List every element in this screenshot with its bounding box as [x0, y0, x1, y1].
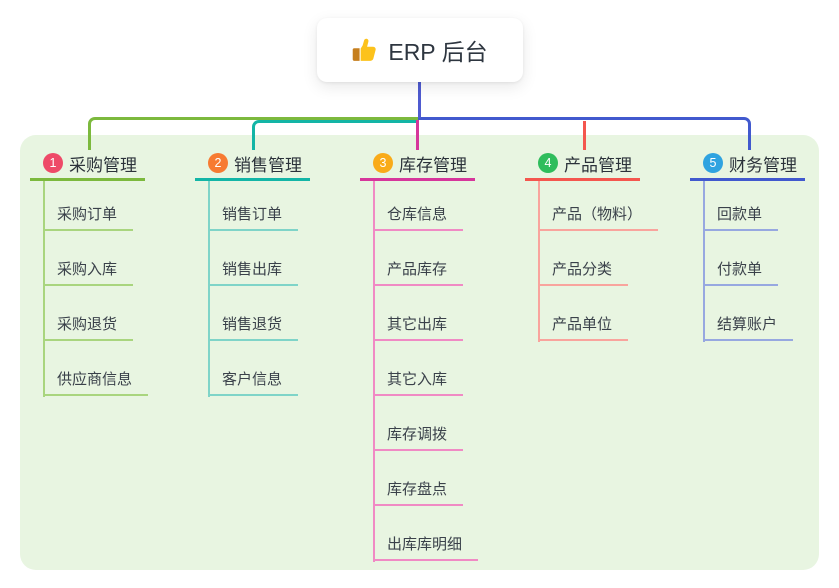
child-node[interactable]: 销售出库 [208, 258, 299, 286]
list-item: 客户信息 [208, 346, 299, 401]
branch-number-badge: 1 [43, 153, 63, 173]
list-item: 产品单位 [538, 291, 658, 346]
list-item: 产品（物料） [538, 181, 659, 236]
child-node[interactable]: 采购退货 [43, 313, 134, 341]
list-item: 销售退货 [208, 291, 299, 346]
branch-trunk-line [373, 181, 375, 562]
list-item: 回款单 [703, 181, 793, 236]
branch-label: 采购管理 [69, 155, 137, 175]
branch-trunk-line [43, 181, 45, 397]
branch-title-finance[interactable]: 5 财务管理 [690, 148, 805, 181]
child-node[interactable]: 销售退货 [208, 313, 299, 341]
list-item: 结算账户 [703, 291, 794, 346]
connector-product [583, 121, 586, 150]
branch-label: 产品管理 [564, 155, 632, 175]
child-node[interactable]: 采购入库 [43, 258, 134, 286]
branch-label: 财务管理 [729, 155, 797, 175]
branch-children: 销售订单 销售出库 销售退货 客户信息 [208, 181, 299, 401]
child-node[interactable]: 库存调拨 [373, 423, 464, 451]
branches-panel [20, 135, 819, 570]
list-item: 产品库存 [373, 236, 478, 291]
branch-children: 仓库信息 产品库存 其它出库 其它入库 库存调拨 库存盘点 出库库明细 [373, 181, 479, 566]
branch-trunk-line [208, 181, 210, 397]
list-item: 其它出库 [373, 291, 478, 346]
child-node[interactable]: 其它出库 [373, 313, 464, 341]
connector-inventory [416, 120, 419, 150]
list-item: 仓库信息 [373, 181, 478, 236]
branch-number-badge: 4 [538, 153, 558, 173]
branch-number-badge: 2 [208, 153, 228, 173]
branch-title-product[interactable]: 4 产品管理 [525, 148, 640, 181]
list-item: 其它入库 [373, 346, 478, 401]
branch-finance: 5 财务管理 回款单 付款单 结算账户 [690, 148, 839, 342]
child-node[interactable]: 出库库明细 [373, 533, 479, 561]
list-item: 销售订单 [208, 181, 299, 236]
child-node[interactable]: 产品单位 [538, 313, 629, 341]
child-node[interactable]: 付款单 [703, 258, 779, 286]
list-item: 库存调拨 [373, 401, 478, 456]
list-item: 销售出库 [208, 236, 299, 291]
branch-children: 产品（物料） 产品分类 产品单位 [538, 181, 659, 346]
branch-inventory: 3 库存管理 仓库信息 产品库存 其它出库 其它入库 库存调拨 库存盘点 出库库… [360, 148, 525, 562]
child-node[interactable]: 库存盘点 [373, 478, 464, 506]
connector-finance [418, 117, 751, 150]
branch-label: 库存管理 [399, 155, 467, 175]
branch-number-badge: 5 [703, 153, 723, 173]
branch-title-purchase[interactable]: 1 采购管理 [30, 148, 145, 181]
child-node[interactable]: 供应商信息 [43, 368, 149, 396]
child-node[interactable]: 结算账户 [703, 313, 794, 341]
root-label: ERP 后台 [388, 39, 488, 65]
connector-purchase [88, 117, 418, 150]
child-node[interactable]: 产品库存 [373, 258, 464, 286]
branch-label: 销售管理 [234, 155, 302, 175]
child-node[interactable]: 采购订单 [43, 203, 134, 231]
child-node[interactable]: 仓库信息 [373, 203, 464, 231]
child-node[interactable]: 产品（物料） [538, 203, 659, 231]
child-node[interactable]: 其它入库 [373, 368, 464, 396]
branch-trunk-line [538, 181, 540, 342]
branch-title-sales[interactable]: 2 销售管理 [195, 148, 310, 181]
branch-trunk-line [703, 181, 705, 342]
branch-sales: 2 销售管理 销售订单 销售出库 销售退货 客户信息 [195, 148, 360, 397]
branch-number-badge: 3 [373, 153, 393, 173]
child-node[interactable]: 回款单 [703, 203, 779, 231]
branch-product: 4 产品管理 产品（物料） 产品分类 产品单位 [525, 148, 690, 342]
list-item: 采购入库 [43, 236, 148, 291]
connector-sales [252, 120, 418, 150]
branch-title-inventory[interactable]: 3 库存管理 [360, 148, 475, 181]
child-node[interactable]: 销售订单 [208, 203, 299, 231]
child-node[interactable]: 产品分类 [538, 258, 629, 286]
branch-children: 采购订单 采购入库 采购退货 供应商信息 [43, 181, 149, 401]
root-node[interactable]: ERP 后台 [317, 18, 523, 82]
list-item: 库存盘点 [373, 456, 478, 511]
list-item: 付款单 [703, 236, 793, 291]
list-item: 产品分类 [538, 236, 658, 291]
list-item: 供应商信息 [43, 346, 149, 401]
list-item: 采购订单 [43, 181, 148, 236]
thumbs-up-icon [352, 37, 378, 63]
branch-children: 回款单 付款单 结算账户 [703, 181, 794, 346]
list-item: 采购退货 [43, 291, 148, 346]
connector-root [418, 82, 421, 118]
list-item: 出库库明细 [373, 511, 479, 566]
branch-purchase: 1 采购管理 采购订单 采购入库 采购退货 供应商信息 [30, 148, 195, 397]
child-node[interactable]: 客户信息 [208, 368, 299, 396]
